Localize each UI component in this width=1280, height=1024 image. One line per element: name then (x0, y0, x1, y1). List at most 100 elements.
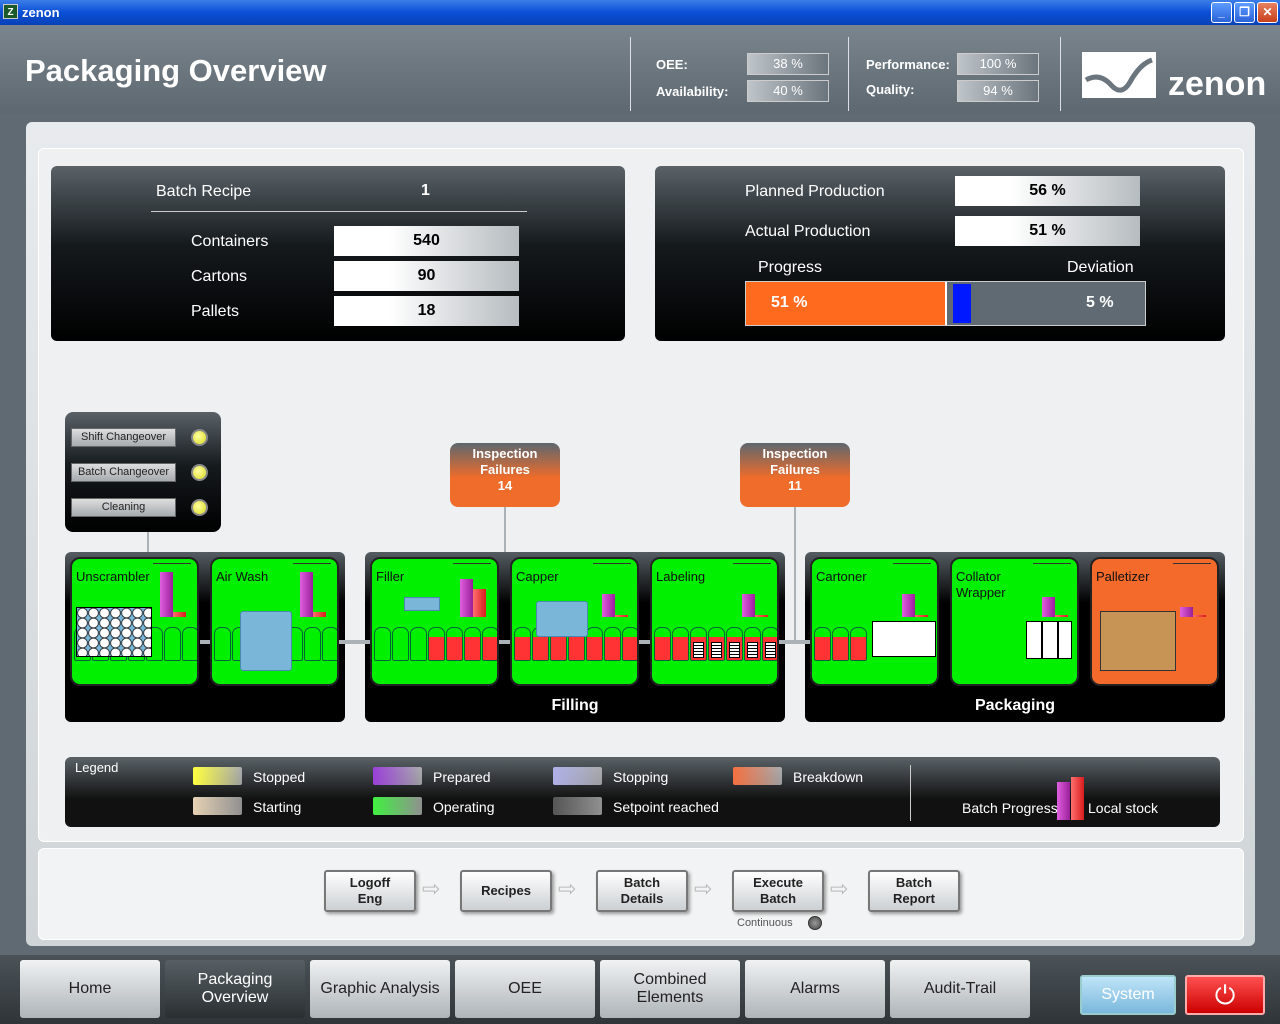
pallet-icon (1100, 611, 1176, 671)
power-button[interactable]: ⏻ (1185, 975, 1265, 1015)
bottle-icon (304, 627, 321, 661)
divider (453, 563, 491, 564)
machine-name: Labeling (656, 569, 706, 584)
deviation-fill (953, 284, 972, 323)
unscrambler-hopper-icon (76, 607, 152, 657)
nav-graphic-analysis[interactable]: Graphic Analysis (310, 960, 450, 1018)
connector-line (794, 507, 796, 643)
nav-audit-trail[interactable]: Audit-Trail (890, 960, 1030, 1018)
oee-value: 38 % (747, 53, 829, 75)
continuous-label: Continuous (737, 917, 793, 929)
batch-recipe-value: 1 (421, 182, 430, 199)
nav-home[interactable]: Home (20, 960, 160, 1018)
machine-filler[interactable]: Filler (370, 557, 499, 686)
batch-changeover-lamp-icon (191, 464, 208, 481)
machine-cartoner[interactable]: Cartoner (810, 557, 939, 686)
shift-changeover-lamp-icon (191, 429, 208, 446)
nav-packaging-overview[interactable]: Packaging Overview (165, 960, 305, 1018)
local-stock-bar (173, 612, 186, 617)
arrow-right-icon: ⇨ (694, 876, 713, 901)
quality-value: 94 % (957, 80, 1039, 102)
batch-panel: Batch Recipe 1 Containers 540 Cartons 90… (51, 166, 625, 341)
machine-labeling[interactable]: Labeling (650, 557, 779, 686)
actual-production-value: 51 % (955, 216, 1140, 246)
air-wash-chamber-icon (240, 611, 292, 671)
legend-title: Legend (75, 760, 119, 775)
cleaning-button[interactable]: Cleaning (71, 498, 176, 517)
bottle-icon (586, 627, 603, 661)
bottle-icon (322, 627, 337, 661)
nav-alarms[interactable]: Alarms (745, 960, 885, 1018)
wrapped-pack-icon (1026, 621, 1072, 659)
cartons-label: Cartons (191, 268, 248, 285)
label-icon (765, 642, 776, 658)
legend-label: Stopping (613, 769, 669, 785)
divider (1173, 563, 1211, 564)
production-panel: Planned Production 56 % Actual Productio… (655, 166, 1225, 341)
bottle-icon (182, 627, 197, 661)
planned-production-label: Planned Production (745, 183, 885, 200)
logo-text: zenon (1168, 65, 1267, 103)
local-stock-bar (473, 589, 486, 617)
bottle-icon (814, 627, 831, 661)
local-stock-bar (313, 612, 326, 617)
nav-combined-elements[interactable]: Combined Elements (600, 960, 740, 1018)
label-icon (693, 642, 704, 658)
divider (910, 765, 911, 821)
workflow-step-recipes[interactable]: Recipes (460, 870, 552, 912)
close-button[interactable]: ✕ (1257, 2, 1278, 23)
header: Packaging Overview OEE: 38 % Availabilit… (0, 25, 1280, 113)
carton-icon (872, 621, 936, 657)
continuous-toggle[interactable] (808, 916, 822, 930)
inspection-label: Inspection Failures (472, 446, 538, 477)
bottle-icon (428, 627, 445, 661)
label-icon (711, 642, 722, 658)
maximize-button[interactable]: ❐ (1234, 2, 1255, 23)
pallets-value: 18 (334, 296, 519, 326)
group-title: Packaging (974, 697, 1056, 714)
zenon-logo-icon (1082, 52, 1156, 98)
page-title: Packaging Overview (25, 53, 327, 88)
divider (293, 563, 331, 564)
legend-label: Operating (433, 799, 495, 815)
inspection-failures-filler[interactable]: Inspection Failures 14 (450, 443, 560, 507)
nav-oee[interactable]: OEE (455, 960, 595, 1018)
shift-changeover-button[interactable]: Shift Changeover (71, 428, 176, 447)
divider (733, 563, 771, 564)
workflow-step-logoff-eng[interactable]: Logoff Eng (324, 870, 416, 912)
legend-label: Breakdown (793, 769, 864, 785)
workflow-step-batch-details[interactable]: Batch Details (596, 870, 688, 912)
bottle-icon (690, 627, 707, 661)
progress-label: Progress (758, 259, 823, 276)
containers-value: 540 (334, 226, 519, 256)
machine-unscrambler[interactable]: Unscrambler (70, 557, 199, 686)
minimize-button[interactable]: _ (1211, 2, 1232, 23)
legend-label: Starting (253, 799, 302, 815)
bottle-icon (672, 627, 689, 661)
inspection-failures-labeling[interactable]: Inspection Failures 11 (740, 443, 850, 507)
batch-changeover-button[interactable]: Batch Changeover (71, 463, 176, 482)
planned-production-value: 56 % (955, 176, 1140, 206)
bottle-icon (726, 627, 743, 661)
performance-label: Performance: (866, 57, 950, 72)
machine-name: Air Wash (216, 569, 269, 584)
system-button[interactable]: System (1080, 975, 1176, 1015)
machine-air-wash[interactable]: Air Wash (210, 557, 339, 686)
local-stock-label: Local stock (1088, 800, 1159, 816)
title-bar: Z zenon _ ❐ ✕ (0, 0, 1280, 25)
divider (593, 563, 631, 564)
machine-collator-wrapper[interactable]: Collator Wrapper (950, 557, 1079, 686)
machine-capper[interactable]: Capper (510, 557, 639, 686)
workflow-step-batch-report[interactable]: Batch Report (868, 870, 960, 912)
machine-palletizer[interactable]: Palletizer (1090, 557, 1219, 686)
availability-value: 40 % (747, 80, 829, 102)
legend-swatch-stopping (553, 767, 602, 785)
legend-swatch-operating (373, 797, 422, 815)
machine-name: Capper (516, 569, 559, 584)
workflow-step-execute-batch[interactable]: Execute Batch (732, 870, 824, 912)
batch-progress-bar (460, 579, 473, 617)
cleaning-lamp-icon (191, 499, 208, 516)
quality-label: Quality: (866, 82, 915, 97)
app-icon: Z (3, 4, 18, 19)
